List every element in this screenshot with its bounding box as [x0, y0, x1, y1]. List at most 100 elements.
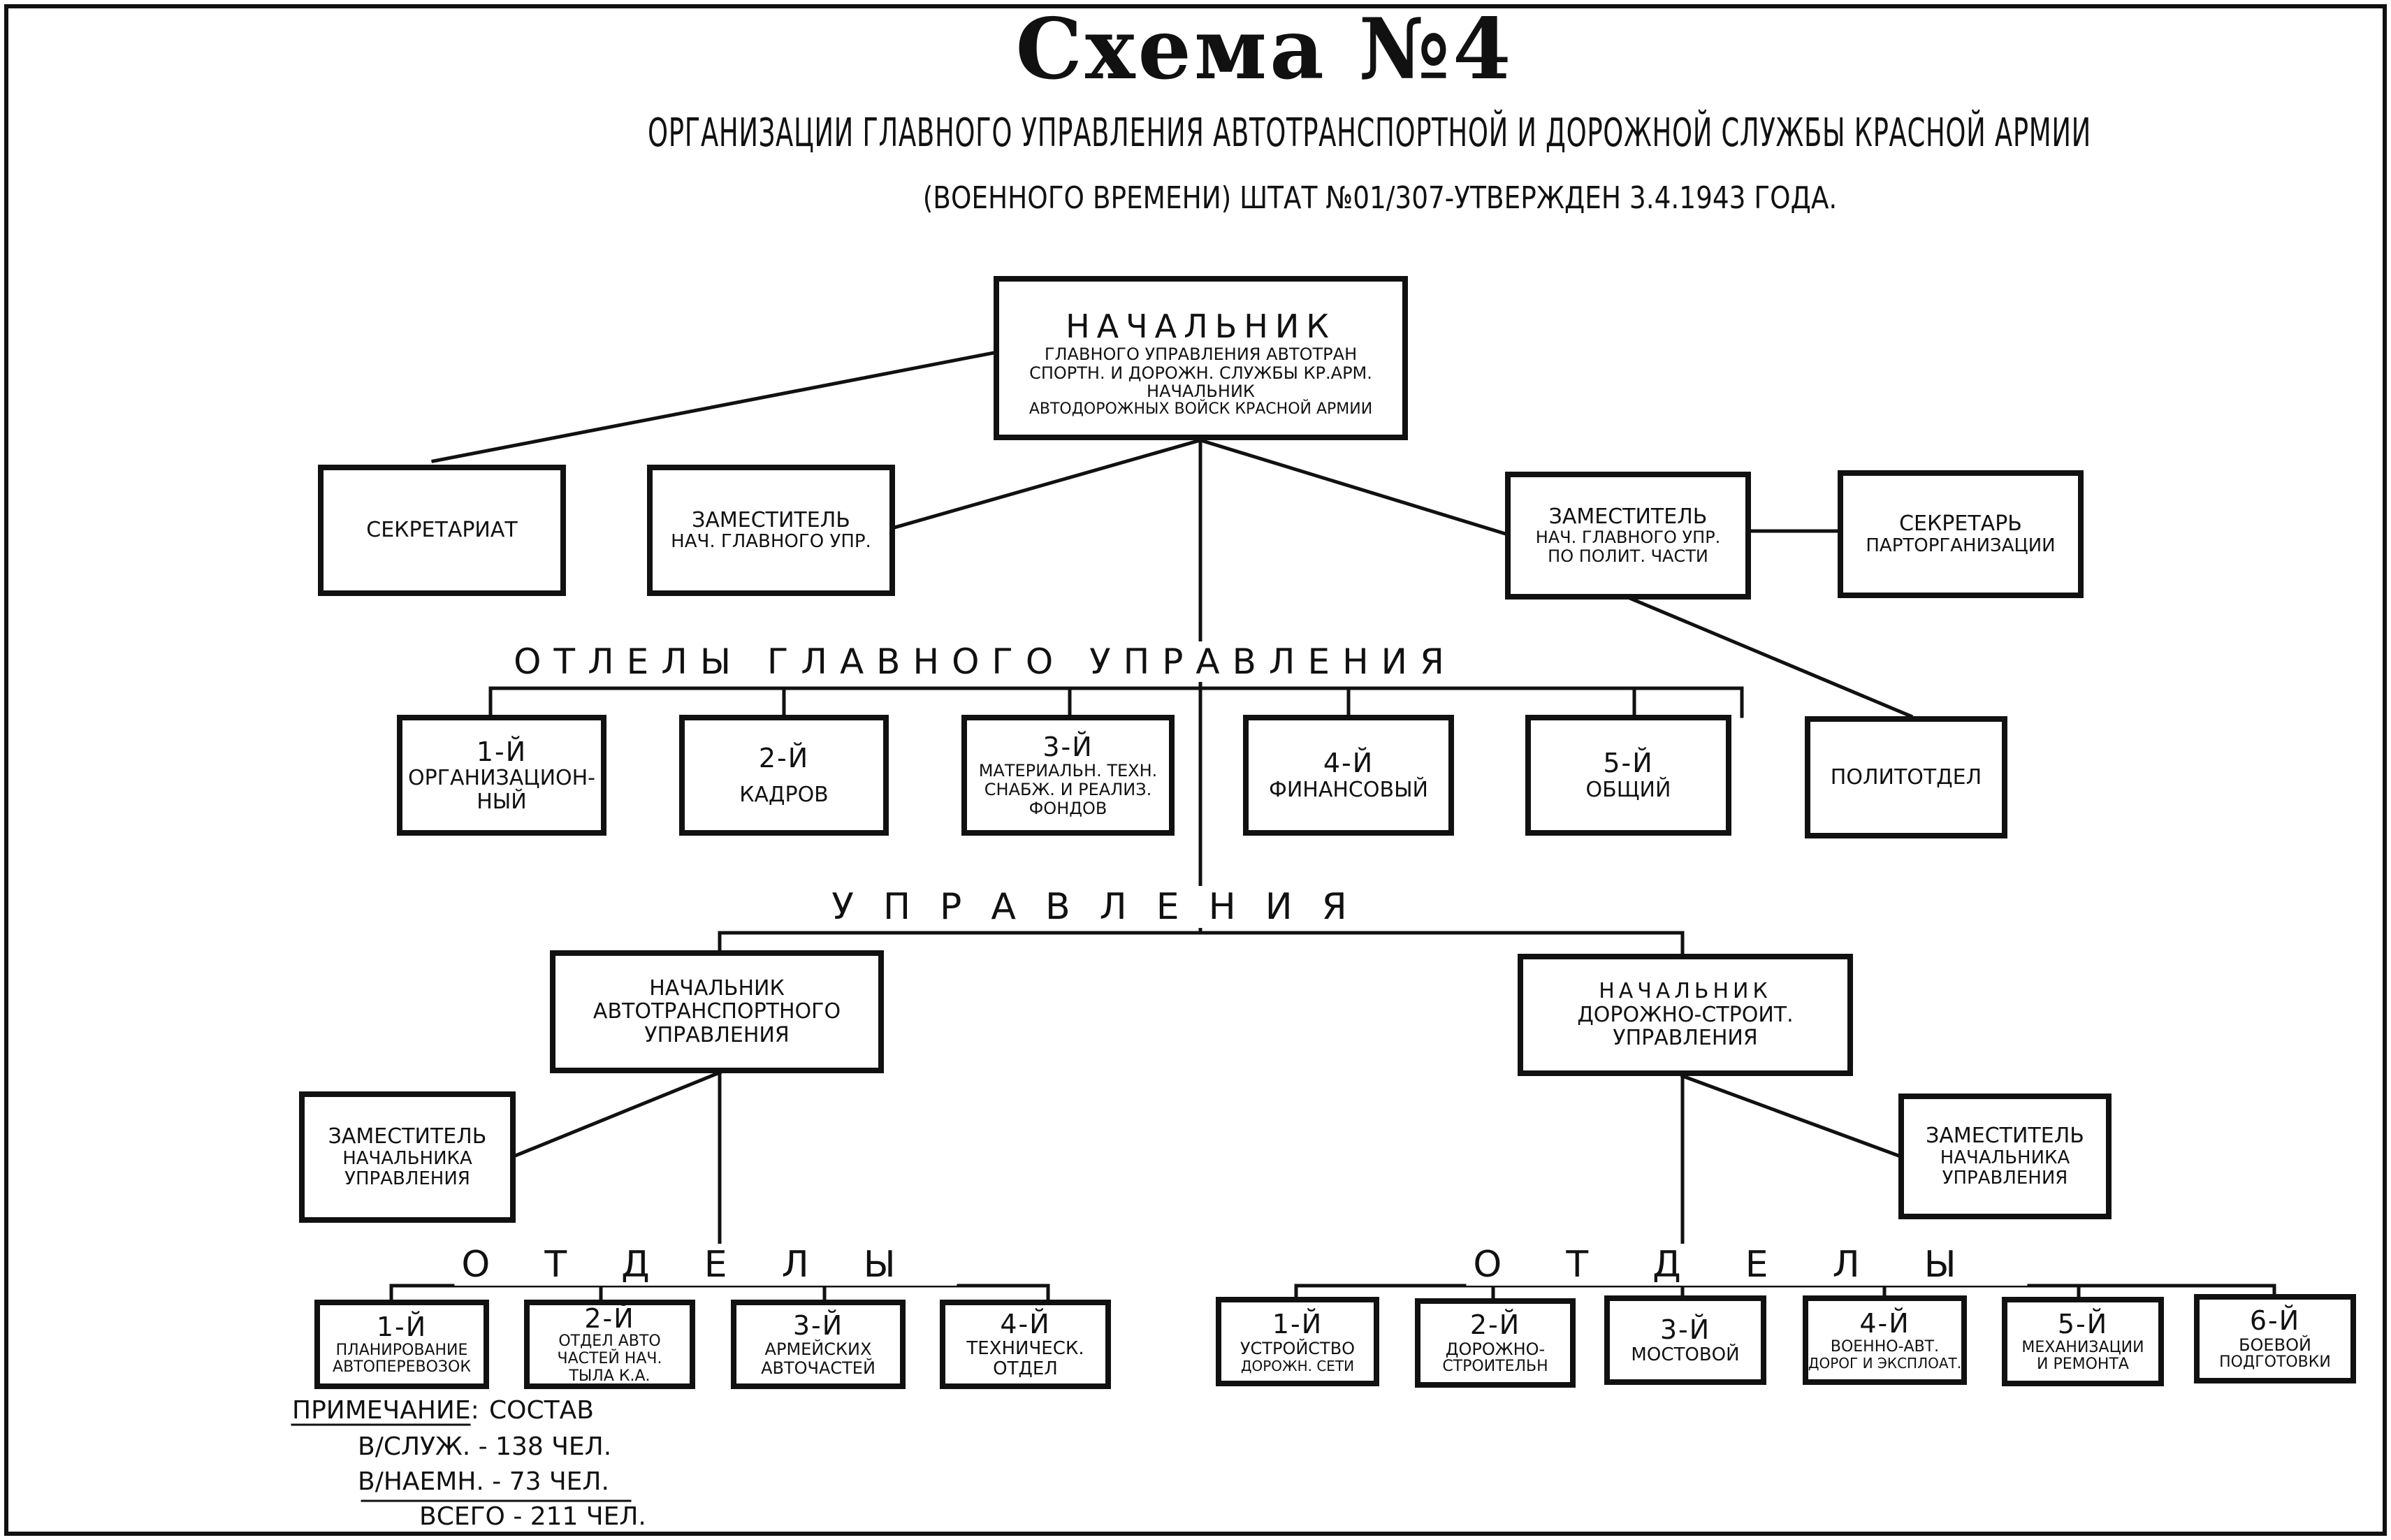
party-secretary-line-2: парторганизации — [1866, 535, 2056, 556]
road-deputy-line-3: Управления — [1942, 1167, 2068, 1189]
auto-section-number: 1-й — [376, 1312, 428, 1343]
road-deputy-line-2: начальника — [1940, 1147, 2070, 1168]
department-label: Кадров — [739, 782, 829, 807]
department-4: 4-й Финансовый — [1243, 715, 1454, 836]
head-box: Начальник Главного Управления Автотран с… — [994, 276, 1408, 440]
road-section-number: 1-й — [1272, 1309, 1323, 1340]
departments-header: Отлелы Главного Управления — [507, 641, 1464, 682]
auto-section-label: авточастей — [761, 1358, 875, 1379]
diagram-subtitle: Организации Главного Управления Автотран… — [648, 110, 2091, 156]
head-line-2: спортн. и Дорожн. Службы Кр.Арм. — [1029, 363, 1372, 383]
auto-section-label: Армейских — [764, 1339, 872, 1360]
road-section-5: 5-й Механизации и ремонта — [2002, 1297, 2164, 1386]
head-line-1: Главного Управления Автотран — [1044, 344, 1358, 364]
road-deputy-box: Заместитель начальника Управления — [1898, 1094, 2112, 1219]
directorates-header: Управления — [824, 886, 1383, 928]
road-section-label: подготовки — [2219, 1353, 2331, 1372]
auto-section-1: 1-й Планирование автоперевозок — [314, 1300, 489, 1389]
auto-section-label: отдел — [993, 1358, 1058, 1380]
road-section-number: 3-й — [1659, 1314, 1711, 1346]
road-section-label: и ремонта — [2037, 1356, 2129, 1374]
staff-line: (военного времени) штат №01/307-утвержде… — [922, 180, 1838, 216]
auto-section-label: частей нач. — [557, 1349, 662, 1367]
road-section-label: Дорожно- — [1445, 1339, 1546, 1359]
politotdel-box: Политотдел — [1805, 716, 2007, 838]
road-section-number: 5-й — [2057, 1309, 2109, 1340]
note-label: Примечание: — [292, 1396, 479, 1425]
department-number: 4-й — [1323, 748, 1374, 779]
road-section-label: Дорог и эксплоат. — [1808, 1355, 1962, 1372]
deputy-line-2: Нач. Главного Упр. — [671, 531, 871, 553]
road-section-label: Мостовой — [1631, 1344, 1740, 1365]
auto-section-3: 3-й Армейских авточастей — [731, 1300, 906, 1389]
road-directorate-box: Начальник Дорожно-Строит. Управления — [1518, 954, 1853, 1076]
department-label: фондов — [1029, 799, 1107, 819]
secretariat-box: Секретариат — [318, 465, 566, 596]
auto-section-label: Планирование — [335, 1341, 468, 1359]
auto-directorate-line-2: Автотранспортного — [593, 999, 841, 1024]
note-line-2: в/наемн. - 73 чел. — [358, 1467, 609, 1496]
deputy-line-1: Заместитель — [692, 507, 850, 532]
department-number: 2-й — [758, 743, 810, 774]
department-label: ный — [477, 789, 527, 814]
deputy-box: Заместитель Нач. Главного Упр. — [647, 465, 895, 596]
department-label: Организацион- — [408, 766, 596, 791]
road-directorate-line-3: Управления — [1613, 1026, 1758, 1051]
road-sections-header: Отделы — [1466, 1244, 2028, 1286]
auto-deputy-box: Заместитель начальника Управления — [299, 1091, 516, 1223]
road-section-label: Боевой — [2239, 1335, 2311, 1355]
department-5: 5-й Общий — [1525, 715, 1731, 836]
road-directorate-line-1: Начальник — [1599, 979, 1772, 1004]
note-total: Всего - 211 чел. — [419, 1502, 646, 1531]
road-section-label: Строительн — [1442, 1358, 1548, 1376]
auto-sections-header: Отделы — [454, 1244, 957, 1286]
political-deputy-line-2: Нач. Главного Упр. — [1535, 528, 1721, 548]
road-directorate-line-2: Дорожно-Строит. — [1577, 1002, 1794, 1027]
auto-directorate-line-1: Начальник — [649, 975, 785, 1001]
party-secretary-box: Секретарь парторганизации — [1838, 470, 2084, 598]
auto-directorate-box: Начальник Автотранспортного Управления — [550, 950, 884, 1073]
auto-section-label: автоперевозок — [333, 1358, 471, 1376]
politotdel-label: Политотдел — [1830, 764, 1982, 790]
road-section-4: 4-й Военно-Авт. Дорог и эксплоат. — [1803, 1295, 1967, 1385]
road-section-label: Военно-Авт. — [1830, 1337, 1940, 1356]
auto-directorate-line-3: Управления — [644, 1022, 790, 1047]
road-deputy-line-1: Заместитель — [1926, 1124, 2084, 1149]
road-section-number: 2-й — [1469, 1309, 1521, 1340]
party-secretary-line-1: Секретарь — [1899, 511, 2022, 537]
road-section-number: 6-й — [2249, 1305, 2301, 1336]
road-section-2: 2-й Дорожно- Строительн — [1415, 1298, 1576, 1388]
department-label: Материальн. Техн. — [978, 761, 1158, 781]
department-2: 2-й Кадров — [679, 715, 889, 836]
auto-deputy-line-3: Управления — [344, 1168, 470, 1189]
auto-section-number: 3-й — [792, 1309, 844, 1341]
road-section-number: 4-й — [1859, 1308, 1910, 1339]
page-border — [4, 4, 2387, 1536]
road-section-3: 3-й Мостовой — [1604, 1295, 1766, 1385]
road-section-6: 6-й Боевой подготовки — [2194, 1294, 2356, 1383]
head-line-3: Начальник — [1147, 382, 1255, 402]
auto-section-label: тыла К.А. — [569, 1367, 651, 1385]
department-number: 3-й — [1042, 731, 1093, 762]
auto-section-label: Техническ. — [966, 1338, 1084, 1360]
diagram-title: Схема №4 — [1015, 0, 1514, 99]
department-label: Общий — [1585, 777, 1671, 802]
department-3: 3-й Материальн. Техн. Снабж. и Реализ. ф… — [961, 715, 1175, 836]
auto-section-label: Отдел авто — [558, 1332, 661, 1351]
political-deputy-line-3: по полит. части — [1548, 546, 1708, 567]
auto-section-number: 4-й — [1000, 1308, 1051, 1339]
political-deputy-line-1: Заместитель — [1548, 504, 1708, 529]
road-section-label: дорожн. сети — [1240, 1357, 1355, 1374]
note-composition: состав — [489, 1396, 594, 1425]
road-section-1: 1-й Устройство дорожн. сети — [1216, 1297, 1379, 1386]
auto-section-4: 4-й Техническ. отдел — [940, 1300, 1111, 1389]
road-section-label: Механизации — [2021, 1338, 2144, 1356]
political-deputy-box: Заместитель Нач. Главного Упр. по полит.… — [1505, 472, 1751, 600]
auto-deputy-line-1: Заместитель — [328, 1124, 487, 1149]
secretariat-label: Секретариат — [366, 518, 518, 543]
department-1: 1-й Организацион- ный — [397, 715, 606, 836]
department-label: Снабж. и Реализ. — [984, 780, 1152, 800]
road-section-label: Устройство — [1240, 1338, 1356, 1358]
auto-section-2: 2-й Отдел авто частей нач. тыла К.А. — [524, 1300, 695, 1389]
